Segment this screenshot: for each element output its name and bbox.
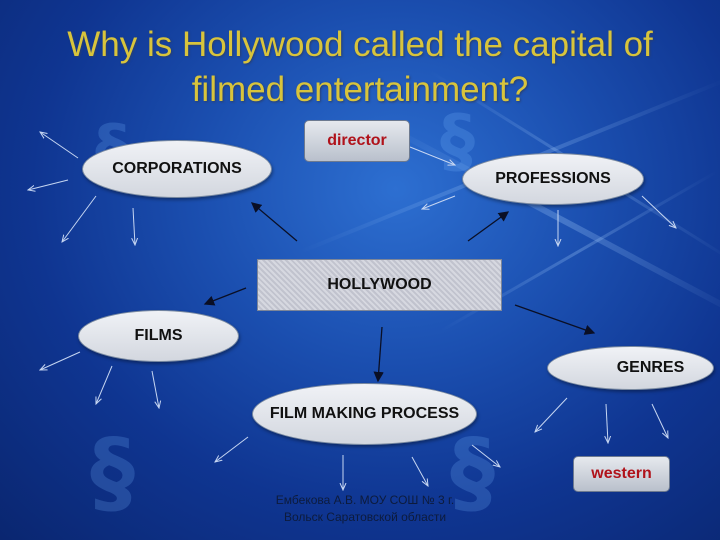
footer-line-1: Ембекова А.В. МОУ СОШ № 3 г.: [275, 493, 455, 507]
footer-line-2: Вольск Саратовской области: [283, 510, 447, 524]
node-film-making-process: FILM MAKING PROCESS: [252, 383, 477, 445]
node-genres-label: GENRES: [616, 359, 685, 376]
center-node-label: HOLLYWOOD: [327, 276, 432, 293]
node-corporations: CORPORATIONS: [82, 140, 272, 198]
tag-western-label: western: [591, 465, 652, 482]
node-films-label: FILMS: [134, 327, 183, 344]
slide-title: Why is Hollywood called the capital of f…: [67, 25, 653, 109]
node-films: FILMS: [78, 310, 239, 362]
center-node-hollywood: HOLLYWOOD: [257, 259, 502, 311]
tag-western: western: [573, 456, 670, 492]
node-professions: PROFESSIONS: [462, 153, 644, 205]
footer-credit: Ембекова А.В. МОУ СОШ № 3 г. Вольск Сара…: [240, 492, 490, 526]
tag-director: director: [304, 120, 410, 162]
node-corporations-label: CORPORATIONS: [112, 160, 242, 177]
tag-director-label: director: [327, 132, 387, 149]
node-film-making-process-label: FILM MAKING PROCESS: [269, 405, 460, 422]
node-genres: GENRES: [547, 346, 714, 390]
node-professions-label: PROFESSIONS: [495, 170, 611, 187]
